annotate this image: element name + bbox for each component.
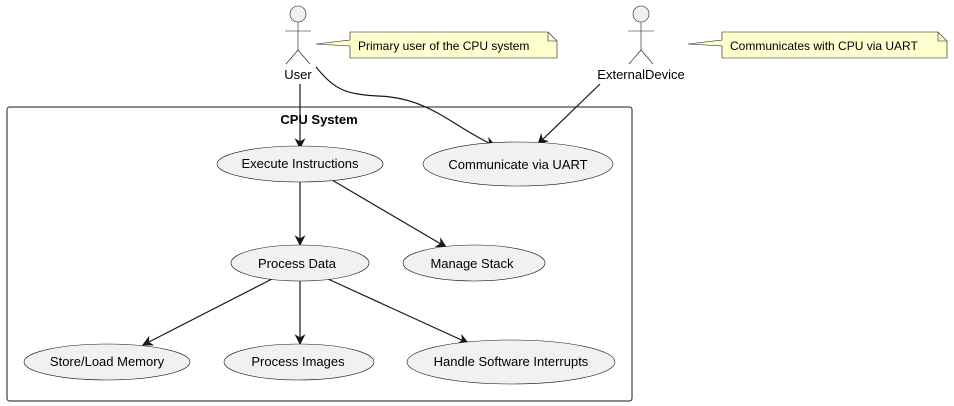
use-case-manage-stack: Manage Stack xyxy=(402,244,546,282)
use-case-process-images: Process Images xyxy=(223,343,375,381)
use-case-process-data: Process Data xyxy=(230,244,370,282)
use-case-communicate-uart: Communicate via UART xyxy=(422,141,614,187)
note-external-device: Communicates with CPU via UART xyxy=(687,31,948,59)
use-case-process-images-label: Process Images xyxy=(251,354,345,369)
external-device-stick-figure-icon xyxy=(628,5,654,65)
edge-process-data-store-load-memory xyxy=(142,278,273,346)
actor-user: User xyxy=(284,5,312,82)
note-user-text: Primary user of the CPU system xyxy=(358,39,529,53)
use-case-store-load-memory-label: Store/Load Memory xyxy=(50,354,165,369)
actor-external-device: ExternalDevice xyxy=(597,5,685,82)
use-case-process-data-label: Process Data xyxy=(258,256,337,271)
edge-external-device-communicate-uart xyxy=(537,83,601,145)
note-user: Primary user of the CPU system xyxy=(315,31,558,59)
edge-user-communicate-uart xyxy=(315,66,496,147)
relations xyxy=(142,66,601,346)
actor-user-label: User xyxy=(284,67,312,82)
edge-process-data-handle-interrupts xyxy=(327,278,470,344)
system-title: CPU System xyxy=(280,112,357,127)
use-case-communicate-uart-label: Communicate via UART xyxy=(448,157,587,172)
note-external-device-text: Communicates with CPU via UART xyxy=(730,39,918,53)
use-case-handle-interrupts-label: Handle Software Interrupts xyxy=(434,354,589,369)
use-case-manage-stack-label: Manage Stack xyxy=(430,256,514,271)
use-case-execute-instructions-label: Execute Instructions xyxy=(241,156,359,171)
user-stick-figure-icon xyxy=(285,5,311,65)
use-case-handle-interrupts: Handle Software Interrupts xyxy=(406,339,616,385)
use-case-store-load-memory: Store/Load Memory xyxy=(23,343,191,381)
use-case-execute-instructions: Execute Instructions xyxy=(216,145,384,183)
edge-execute-instructions-manage-stack xyxy=(331,179,447,248)
actor-external-device-label: ExternalDevice xyxy=(597,67,684,82)
